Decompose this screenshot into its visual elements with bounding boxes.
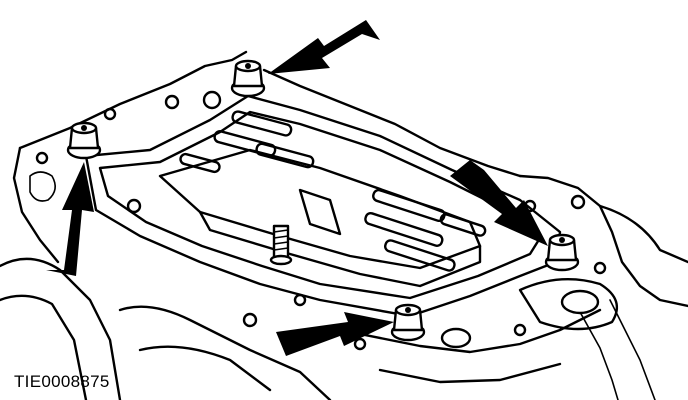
slot-ribs bbox=[179, 110, 487, 272]
housing-casting bbox=[0, 50, 688, 400]
nut-bottom bbox=[390, 303, 426, 342]
arrow-icon bbox=[46, 162, 94, 276]
threaded-stud bbox=[269, 224, 293, 266]
mounting-lug bbox=[440, 278, 619, 349]
cover-plate bbox=[84, 94, 562, 318]
nut-left bbox=[66, 121, 102, 160]
figure-reference-code: TIE0008875 bbox=[14, 372, 110, 391]
nut-top bbox=[230, 59, 266, 98]
arrow-icon bbox=[450, 160, 548, 246]
nut-right bbox=[544, 233, 580, 272]
arrow-icon bbox=[276, 312, 394, 356]
arrow-icon bbox=[268, 20, 380, 74]
